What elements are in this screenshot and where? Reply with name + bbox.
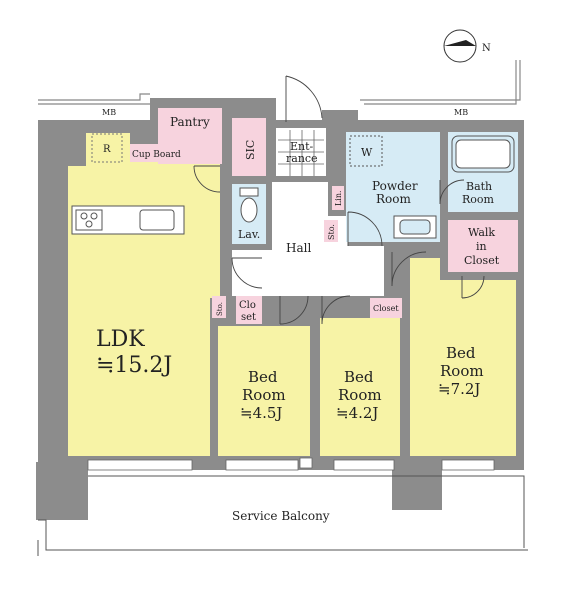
north-arrow-icon bbox=[444, 40, 476, 46]
burner-1 bbox=[80, 212, 88, 220]
bed-2-label-1: Bed bbox=[344, 368, 374, 386]
top-railing bbox=[38, 60, 521, 105]
entrance-steps bbox=[278, 130, 324, 176]
room-labels: Pantry SIC Cup Board R Ent- rance W Powd… bbox=[96, 115, 500, 523]
walk-in-closet-label-2: in bbox=[476, 240, 487, 253]
washer-label: W bbox=[361, 146, 373, 159]
compass-label: N bbox=[482, 43, 491, 54]
mb-left-label: MB bbox=[102, 108, 116, 117]
refrigerator-label: R bbox=[103, 144, 111, 155]
entrance-label-1: Ent- bbox=[290, 140, 314, 153]
kitchen-sink bbox=[139, 209, 175, 231]
cup-board-label: Cup Board bbox=[132, 150, 181, 160]
powder-room-label-1: Powder bbox=[372, 179, 418, 193]
ldk-room bbox=[68, 133, 220, 456]
small-closet bbox=[236, 296, 262, 324]
hall-storage bbox=[324, 220, 338, 242]
pantry-label: Pantry bbox=[170, 115, 210, 129]
lav-label: Lav. bbox=[238, 228, 260, 241]
bed-1-label-1: Bed bbox=[248, 368, 278, 386]
bed-3-label-1: Bed bbox=[446, 344, 476, 362]
bed-room-3 bbox=[410, 258, 516, 456]
lin-label: Lin. bbox=[334, 190, 343, 206]
service-balcony bbox=[37, 475, 528, 556]
toilet-tank bbox=[239, 187, 259, 197]
door-swings bbox=[193, 75, 485, 325]
bath-room-label-1: Bath bbox=[466, 180, 492, 193]
bed-1-label-3: ≒4.5J bbox=[240, 404, 282, 422]
powder-room-label-2: Room bbox=[376, 192, 411, 206]
small-closet-label-1: Clo bbox=[239, 300, 256, 311]
bath-room-label-2: Room bbox=[462, 193, 495, 206]
service-balcony-label: Service Balcony bbox=[232, 509, 330, 523]
bed-1-label-2: Room bbox=[242, 386, 286, 404]
bed-3-label-2: Room bbox=[440, 362, 484, 380]
bed-2-label-3: ≒4.2J bbox=[336, 404, 378, 422]
small-closet-label-2: set bbox=[241, 312, 256, 323]
hall-area bbox=[232, 182, 384, 296]
sic-room bbox=[232, 118, 266, 176]
closet-right-label: Closet bbox=[373, 304, 399, 313]
mb-right-label: MB bbox=[454, 108, 468, 117]
windows bbox=[87, 457, 495, 471]
bed-2-label-2: Room bbox=[338, 386, 382, 404]
ldk-label-1: LDK bbox=[96, 327, 145, 352]
refrigerator-spot bbox=[91, 133, 123, 163]
washer-spot bbox=[349, 135, 383, 167]
ldk-storage bbox=[212, 296, 226, 318]
burner-2 bbox=[90, 212, 98, 220]
closet-bed-2 bbox=[370, 298, 402, 318]
lin-closet bbox=[332, 186, 344, 210]
vanity-basin bbox=[399, 219, 431, 235]
ldk-storage-label: Sto. bbox=[216, 302, 224, 316]
walk-in-closet-label-1: Walk bbox=[468, 226, 495, 239]
bathtub-inner bbox=[455, 139, 511, 169]
hall-storage-label: Sto. bbox=[327, 224, 336, 240]
toilet-bowl bbox=[240, 197, 258, 223]
walk-in-closet bbox=[448, 220, 518, 272]
hall-label: Hall bbox=[286, 241, 311, 255]
bed-room-2 bbox=[320, 318, 400, 456]
fixtures bbox=[71, 135, 515, 239]
walk-in-closet-label-3: Closet bbox=[464, 254, 500, 267]
sic-label: SIC bbox=[244, 140, 257, 160]
bed-3-label-3: ≒7.2J bbox=[438, 380, 480, 398]
compass: N bbox=[443, 29, 491, 63]
cup-board bbox=[130, 144, 186, 162]
ldk-label-2: ≒15.2J bbox=[96, 353, 172, 378]
burner-3 bbox=[85, 220, 93, 228]
entrance-label-2: rance bbox=[286, 152, 318, 165]
bed-room-1 bbox=[218, 326, 310, 456]
